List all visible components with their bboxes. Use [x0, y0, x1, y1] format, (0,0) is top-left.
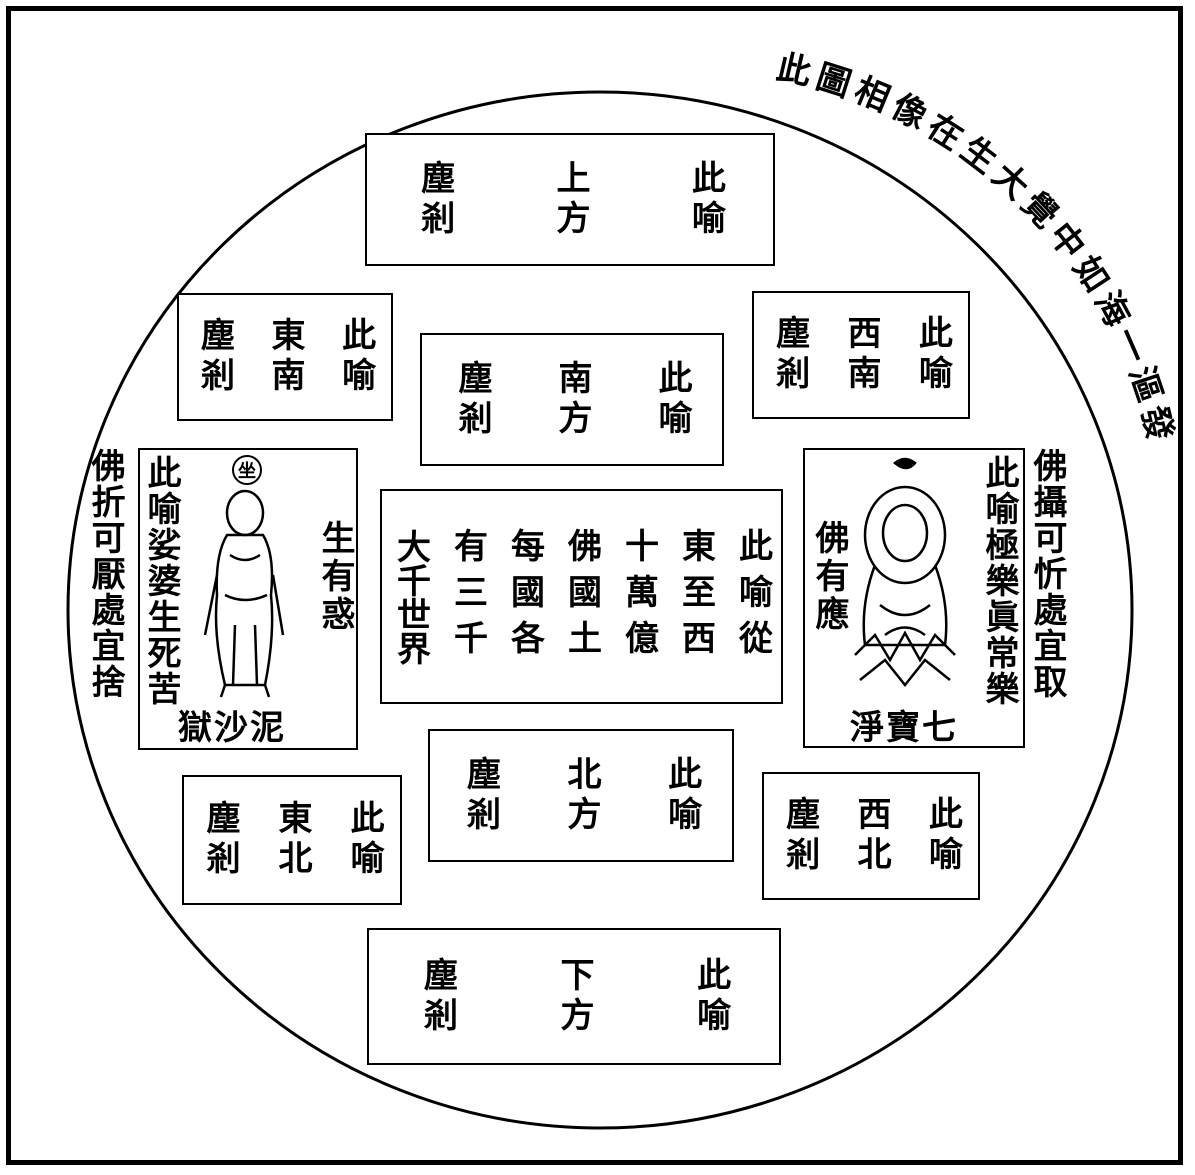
- box-southeast: 此喻 東南 塵剎: [177, 293, 393, 421]
- diagram-frame: [6, 6, 1183, 1165]
- pureland-bottom-text: 七寶淨: [850, 700, 958, 749]
- box-north-line3: 塵剎: [460, 755, 501, 836]
- pureland-bottom-label: 七寶淨: [850, 708, 958, 748]
- center-box: 此喻從 東至西 十萬億 佛國土 每國各 有三千 大千世界: [380, 489, 783, 704]
- circle-outline: [66, 90, 1134, 1130]
- box-lower-line2: 下方: [553, 956, 594, 1037]
- box-northeast-line1: 此喻: [344, 800, 384, 880]
- box-upper-line2: 上方: [549, 159, 590, 240]
- box-north-line2: 北方: [560, 755, 601, 836]
- box-south-line3: 塵剎: [452, 359, 492, 440]
- box-southwest-line1: 此喻: [912, 315, 953, 395]
- center-col7: 大千世界: [390, 528, 431, 665]
- panel-pureland: [803, 448, 1025, 748]
- box-southwest-line3: 塵剎: [769, 315, 810, 395]
- box-southeast-line1: 此喻: [335, 317, 376, 397]
- seated-buddha-figure: [854, 457, 956, 688]
- standing-monk-figure: [203, 489, 285, 698]
- saha-right-text: 生有惑: [315, 520, 355, 634]
- box-north: 此喻 北方 塵剎: [428, 729, 734, 862]
- center-col3: 十萬億: [618, 527, 659, 666]
- pureland-inner-text: 此喻極樂眞常樂: [979, 455, 1019, 707]
- box-northwest-line3: 塵剎: [779, 796, 820, 876]
- box-upper-line3: 塵剎: [414, 159, 455, 240]
- box-southwest-line2: 西南: [840, 315, 881, 395]
- center-col2: 東至西: [675, 527, 716, 666]
- pureland-outer-text: 佛攝可忻處宜取: [1027, 448, 1067, 700]
- seated-badge-label: 坐: [238, 461, 256, 482]
- box-northeast-line3: 塵剎: [200, 800, 240, 880]
- seated-badge: 坐: [232, 455, 262, 485]
- box-upper-line1: 此喻: [685, 159, 726, 240]
- box-lower: 此喻 下方 塵剎: [367, 928, 781, 1065]
- center-col1: 此喻從: [732, 527, 773, 666]
- box-northeast-line2: 東北: [272, 800, 312, 880]
- box-north-line1: 此喻: [661, 755, 702, 836]
- box-northwest-line1: 此喻: [922, 796, 963, 876]
- center-col4: 佛國土: [561, 527, 602, 666]
- saha-inner-text: 此喻娑婆生死苦: [141, 455, 181, 707]
- box-southeast-line3: 塵剎: [194, 317, 235, 397]
- box-northwest-line2: 西北: [850, 796, 891, 876]
- box-lower-line1: 此喻: [690, 956, 731, 1037]
- box-south: 此喻 南方 塵剎: [420, 333, 724, 466]
- saha-outer-text: 佛折可厭處宜捨: [85, 448, 125, 700]
- box-southwest: 此喻 西南 塵剎: [752, 291, 970, 419]
- box-south-line1: 此喻: [652, 359, 692, 440]
- box-northwest: 此喻 西北 塵剎: [762, 772, 980, 900]
- box-lower-line3: 塵剎: [417, 956, 458, 1037]
- box-upper: 此喻 上方 塵剎: [365, 133, 775, 266]
- saha-bottom-label: 泥沙獄: [178, 708, 286, 748]
- box-northeast: 此喻 東北 塵剎: [182, 775, 402, 905]
- pureland-left-text: 佛有應: [809, 520, 849, 634]
- center-col6: 有三千: [447, 527, 488, 666]
- box-southeast-line2: 東南: [264, 317, 305, 397]
- box-south-line2: 南方: [552, 359, 592, 440]
- center-col5: 每國各: [504, 527, 545, 666]
- saha-bottom-text: 泥沙獄: [178, 700, 286, 749]
